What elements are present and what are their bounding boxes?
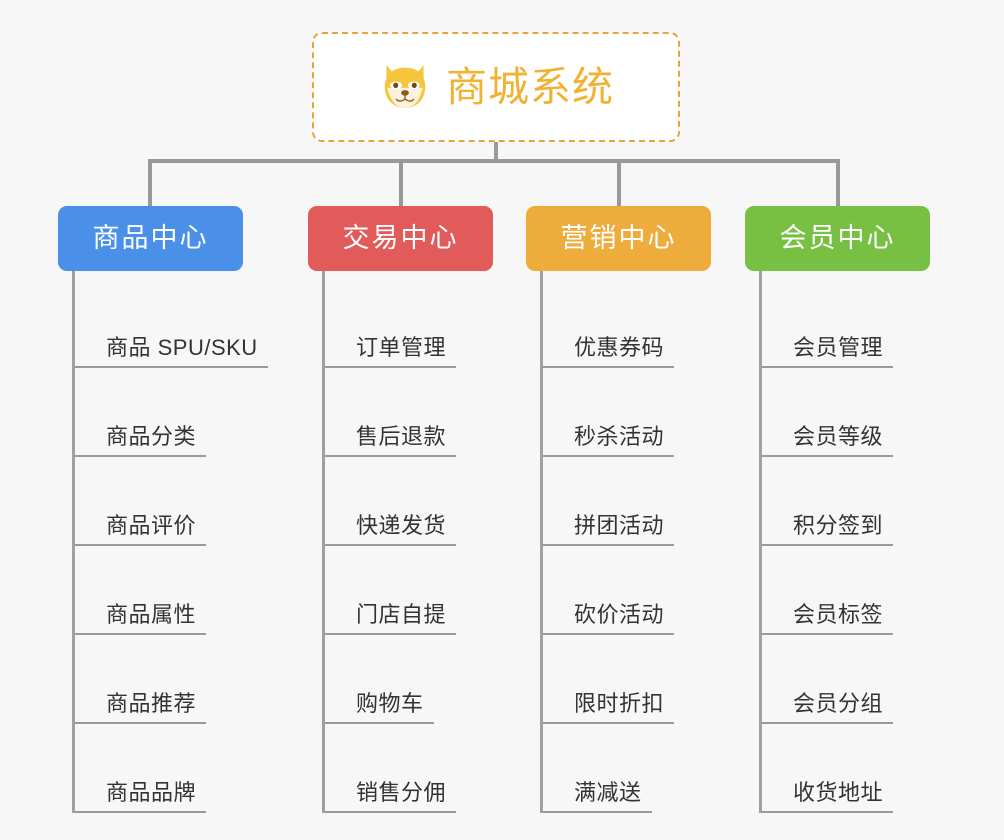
leaf-underline: [75, 455, 207, 457]
leaf-label: 会员管理: [793, 335, 884, 360]
leaf-underline: [762, 811, 894, 813]
leaf-underline: [762, 544, 894, 546]
leaf-label: 砍价活动: [574, 602, 665, 627]
list-item[interactable]: 砍价活动: [543, 546, 784, 635]
leaf-underline: [325, 633, 457, 635]
list-item[interactable]: 优惠券码: [543, 279, 784, 368]
leaf-list-trade-center: 订单管理 售后退款 快递发货 门店自提 购物车 销售分佣: [322, 271, 566, 813]
leaf-underline: [762, 455, 894, 457]
leaf-label: 订单管理: [356, 335, 447, 360]
branch-drop-connector-2: [399, 159, 403, 208]
leaf-underline: [543, 722, 675, 724]
leaf-underline: [543, 633, 675, 635]
leaf-underline: [325, 811, 457, 813]
list-item[interactable]: 门店自提: [325, 546, 566, 635]
leaf-underline: [75, 811, 207, 813]
list-item[interactable]: 购物车: [325, 635, 566, 724]
root-stem-connector: [494, 142, 498, 162]
leaf-label: 满减送: [574, 780, 642, 805]
branch-product-center: 商品中心 商品 SPU/SKU 商品分类 商品评价 商品属性 商品推荐: [58, 206, 316, 813]
leaf-label: 会员分组: [793, 691, 884, 716]
leaf-label: 秒杀活动: [574, 424, 665, 449]
leaf-label: 拼团活动: [574, 513, 665, 538]
list-item[interactable]: 会员分组: [762, 635, 1003, 724]
list-item[interactable]: 收货地址: [762, 724, 1003, 813]
leaf-label: 快递发货: [356, 513, 447, 538]
list-item[interactable]: 满减送: [543, 724, 784, 813]
branch-drop-connector-4: [836, 159, 840, 208]
leaf-underline: [75, 633, 207, 635]
list-item[interactable]: 售后退款: [325, 368, 566, 457]
list-item[interactable]: 快递发货: [325, 457, 566, 546]
leaf-list-member-center: 会员管理 会员等级 积分签到 会员标签 会员分组 收货地址: [759, 271, 1003, 813]
branch-drop-connector-1: [148, 159, 152, 208]
leaf-label: 商品 SPU/SKU: [106, 335, 258, 360]
list-item[interactable]: 商品属性: [75, 546, 316, 635]
leaf-underline: [325, 455, 457, 457]
leaf-label: 门店自提: [356, 602, 447, 627]
leaf-underline: [762, 633, 894, 635]
leaf-label: 商品推荐: [106, 691, 197, 716]
list-item[interactable]: 秒杀活动: [543, 368, 784, 457]
leaf-label: 会员等级: [793, 424, 884, 449]
list-item[interactable]: 订单管理: [325, 279, 566, 368]
leaf-label: 销售分佣: [356, 780, 447, 805]
trunk-connector: [148, 159, 840, 163]
dog-face-icon: [384, 65, 426, 109]
branch-trade-center: 交易中心 订单管理 售后退款 快递发货 门店自提 购物车: [308, 206, 566, 813]
leaf-label: 商品评价: [106, 513, 197, 538]
leaf-underline: [762, 366, 894, 368]
list-item[interactable]: 会员标签: [762, 546, 1003, 635]
leaf-underline: [543, 811, 652, 813]
list-item[interactable]: 会员等级: [762, 368, 1003, 457]
leaf-list-marketing-center: 优惠券码 秒杀活动 拼团活动 砍价活动 限时折扣 满减送: [540, 271, 784, 813]
list-item[interactable]: 限时折扣: [543, 635, 784, 724]
leaf-label: 商品分类: [106, 424, 197, 449]
branch-header-marketing-center[interactable]: 营销中心: [526, 206, 711, 271]
list-item[interactable]: 商品评价: [75, 457, 316, 546]
leaf-underline: [543, 455, 675, 457]
list-item[interactable]: 会员管理: [762, 279, 1003, 368]
leaf-underline: [75, 544, 207, 546]
list-item[interactable]: 销售分佣: [325, 724, 566, 813]
branch-label: 交易中心: [342, 223, 459, 253]
leaf-label: 商品属性: [106, 602, 197, 627]
list-item[interactable]: 积分签到: [762, 457, 1003, 546]
branch-marketing-center: 营销中心 优惠券码 秒杀活动 拼团活动 砍价活动 限时折扣: [526, 206, 784, 813]
leaf-label: 售后退款: [356, 424, 447, 449]
leaf-label: 购物车: [356, 691, 424, 716]
leaf-label: 收货地址: [793, 780, 884, 805]
list-item[interactable]: 商品品牌: [75, 724, 316, 813]
branch-header-trade-center[interactable]: 交易中心: [308, 206, 493, 271]
leaf-label: 优惠券码: [574, 335, 665, 360]
branch-header-member-center[interactable]: 会员中心: [745, 206, 930, 271]
leaf-label: 商品品牌: [106, 780, 197, 805]
branch-label: 营销中心: [560, 223, 677, 253]
branch-label: 会员中心: [779, 223, 896, 253]
list-item[interactable]: 商品分类: [75, 368, 316, 457]
leaf-label: 限时折扣: [574, 691, 665, 716]
leaf-underline: [75, 722, 207, 724]
branch-member-center: 会员中心 会员管理 会员等级 积分签到 会员标签 会员分组: [745, 206, 1003, 813]
leaf-underline: [543, 366, 675, 368]
leaf-list-product-center: 商品 SPU/SKU 商品分类 商品评价 商品属性 商品推荐 商品品牌: [72, 271, 316, 813]
leaf-underline: [75, 366, 268, 368]
leaf-label: 会员标签: [793, 602, 884, 627]
leaf-label: 积分签到: [793, 513, 884, 538]
leaf-underline: [325, 722, 434, 724]
branch-drop-connector-3: [617, 159, 621, 208]
branch-label: 商品中心: [92, 223, 209, 253]
list-item[interactable]: 商品 SPU/SKU: [75, 279, 316, 368]
leaf-underline: [325, 366, 457, 368]
root-title: 商城系统: [446, 63, 614, 110]
leaf-underline: [543, 544, 675, 546]
branch-header-product-center[interactable]: 商品中心: [58, 206, 243, 271]
leaf-underline: [762, 722, 894, 724]
list-item[interactable]: 拼团活动: [543, 457, 784, 546]
leaf-underline: [325, 544, 457, 546]
list-item[interactable]: 商品推荐: [75, 635, 316, 724]
root-node[interactable]: 商城系统: [312, 32, 680, 142]
